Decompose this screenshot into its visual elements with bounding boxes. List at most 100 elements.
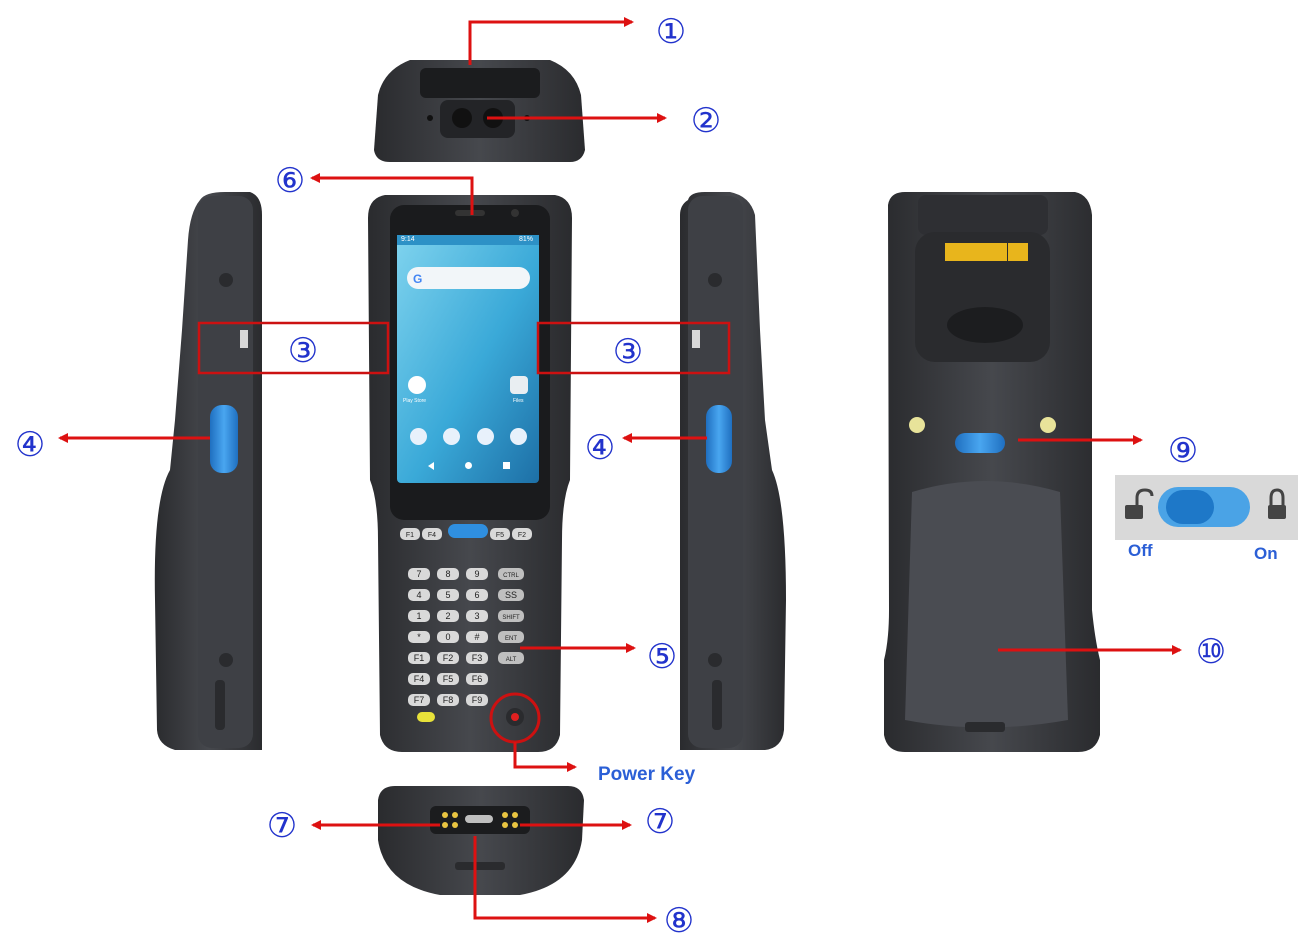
callout-7-right: ⑦ (644, 802, 676, 842)
messages-icon (443, 428, 460, 445)
phone-icon (410, 428, 427, 445)
keypad-key-label: 0 (445, 632, 450, 642)
play-store-icon (408, 376, 426, 394)
keypad-key-label: F4 (428, 532, 436, 539)
keypad-key-label: F4 (414, 674, 425, 684)
keypad-key-label: CTRL (503, 573, 519, 579)
device-top-view (374, 60, 585, 162)
power-key-dot (511, 713, 519, 721)
arrow-8 (473, 836, 657, 923)
keypad-key-label: 7 (416, 569, 421, 579)
callout-7-left: ⑦ (266, 806, 298, 846)
keypad-key (466, 631, 488, 643)
nav-recents-icon (503, 462, 510, 469)
keypad-key (437, 589, 459, 601)
keypad-key (437, 673, 459, 685)
keypad-key-label: 2 (445, 611, 450, 621)
keypad-key (466, 589, 488, 601)
keypad-key-label: 9 (474, 569, 479, 579)
browser-icon (477, 428, 494, 445)
callout-9: ⑨ (1167, 431, 1199, 471)
keypad-key-label: F2 (443, 653, 454, 663)
callout-2: ② (690, 101, 722, 141)
keypad-key (498, 631, 524, 643)
lock-on-label: On (1254, 544, 1278, 563)
callout-3-left: ③ (287, 331, 319, 371)
keypad-key (437, 631, 459, 643)
device-bottom-view (378, 786, 584, 895)
keypad-key (437, 694, 459, 706)
callout-8: ⑧ (663, 901, 695, 941)
keypad-key-label: F8 (443, 695, 454, 705)
device-front-view (368, 195, 572, 752)
keypad-key (512, 528, 532, 540)
keypad-key (408, 568, 430, 580)
keypad-key-label: F2 (518, 532, 526, 539)
keypad-key (422, 528, 442, 540)
callout-6: ⑥ (274, 161, 306, 201)
lock-switch-inset (1115, 475, 1298, 540)
lock-off-label: Off (1128, 541, 1153, 560)
status-time: 9:14 (401, 236, 415, 243)
status-battery: 81% (519, 236, 534, 243)
keypad-key (466, 694, 488, 706)
keypad-key (408, 631, 430, 643)
keypad-key (466, 610, 488, 622)
keypad-key-label: 5 (445, 590, 450, 600)
keypad-key (408, 610, 430, 622)
keypad-key (466, 673, 488, 685)
arrow-power (513, 742, 577, 772)
device-left-side-view (154, 192, 262, 750)
app-label-play: Play Store (403, 398, 427, 404)
arrow-6 (310, 173, 474, 215)
keypad-key-label: F3 (472, 653, 483, 663)
keypad-key (490, 528, 510, 540)
arrow-1 (468, 17, 634, 65)
keypad-key (498, 589, 524, 601)
keypad-key-label: ALT (506, 657, 517, 663)
keypad-key-label: # (474, 632, 479, 642)
keypad-key (466, 568, 488, 580)
keypad-key-label: F7 (414, 695, 425, 705)
keypad-key-label: F9 (472, 695, 483, 705)
keypad-key-label: 6 (474, 590, 479, 600)
keypad-key-label: F5 (496, 532, 504, 539)
keypad-key-label: 8 (445, 569, 450, 579)
keypad-key (498, 652, 524, 664)
keypad-key-label: * (417, 632, 421, 642)
keypad-key (437, 652, 459, 664)
keypad-key (408, 589, 430, 601)
device-right-side-view (680, 192, 786, 750)
keypad-key (408, 694, 430, 706)
callout-10: ⑩ (1195, 632, 1227, 672)
keypad-key-label: F1 (406, 532, 414, 539)
power-key-label: Power Key (598, 764, 696, 785)
yellow-key (417, 712, 435, 722)
keypad-key (408, 652, 430, 664)
search-bar-logo: G (413, 272, 423, 286)
keypad-key (498, 568, 524, 580)
contacts-icon (510, 428, 527, 445)
keypad-key (498, 610, 524, 622)
callout-4-left: ④ (14, 425, 46, 465)
callout-1: ① (655, 12, 687, 52)
keypad-key-label: SHIFT (502, 615, 520, 621)
side-key-highlight-left (197, 321, 390, 375)
files-app-icon (510, 376, 528, 394)
keypad-key-label: 4 (416, 590, 421, 600)
keypad-key-label: F5 (443, 674, 454, 684)
device-back-view (884, 192, 1100, 752)
keypad-key-label: F6 (472, 674, 483, 684)
side-key-highlight-right (536, 321, 731, 375)
app-label-files: Files (513, 398, 524, 404)
arrows (58, 17, 1182, 923)
callout-4-right: ④ (584, 428, 616, 468)
keypad-key (437, 610, 459, 622)
keypad-key (400, 528, 420, 540)
keypad-key-label: 3 (474, 611, 479, 621)
nav-home-icon (465, 462, 472, 469)
keypad-key (408, 673, 430, 685)
callout-5: ⑤ (646, 637, 678, 677)
